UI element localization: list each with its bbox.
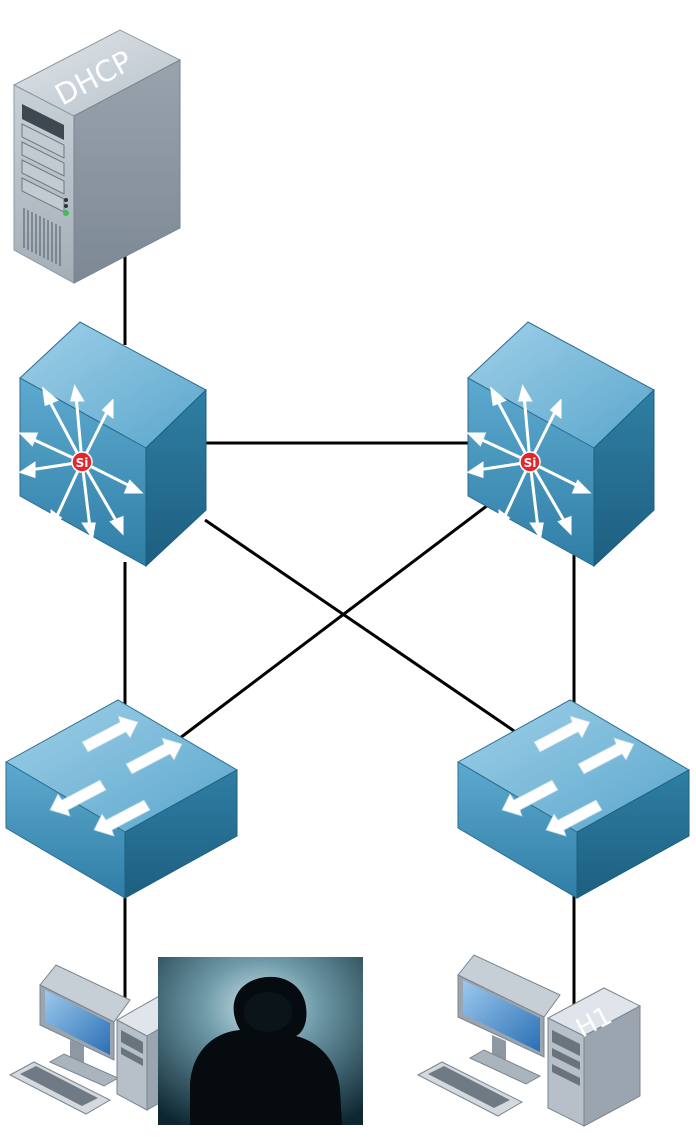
si-badge (71, 451, 93, 473)
switch-arrows (49, 715, 183, 837)
link-ml-left-to-access-right (204, 518, 521, 737)
desktop-computer-icon (416, 954, 642, 1127)
access-switch-right[interactable] (456, 699, 691, 899)
workgroup-switch-icon (456, 699, 691, 899)
attacker-pc[interactable] (8, 957, 363, 1125)
host-h1[interactable]: H1 (416, 954, 642, 1127)
multilayer-switch-left[interactable]: Si (18, 321, 207, 568)
server-tower-icon (12, 29, 182, 284)
routing-arrows (18, 384, 144, 540)
access-switch-left[interactable] (4, 699, 239, 899)
multilayer-switch-right[interactable]: Si (466, 321, 655, 568)
si-badge-text: Si (524, 456, 537, 470)
hooded-hacker-icon (158, 957, 363, 1125)
multilayer-switch-icon: Si (18, 321, 207, 568)
workgroup-switch-icon (4, 699, 239, 899)
si-badge-text: Si (76, 456, 89, 470)
si-badge (519, 451, 541, 473)
multilayer-switch-icon: Si (466, 321, 655, 568)
switch-arrows (501, 715, 635, 837)
links (123, 255, 576, 1005)
dhcp-server[interactable]: DHCP (12, 29, 182, 284)
link-ml-right-to-access-left (179, 503, 489, 740)
